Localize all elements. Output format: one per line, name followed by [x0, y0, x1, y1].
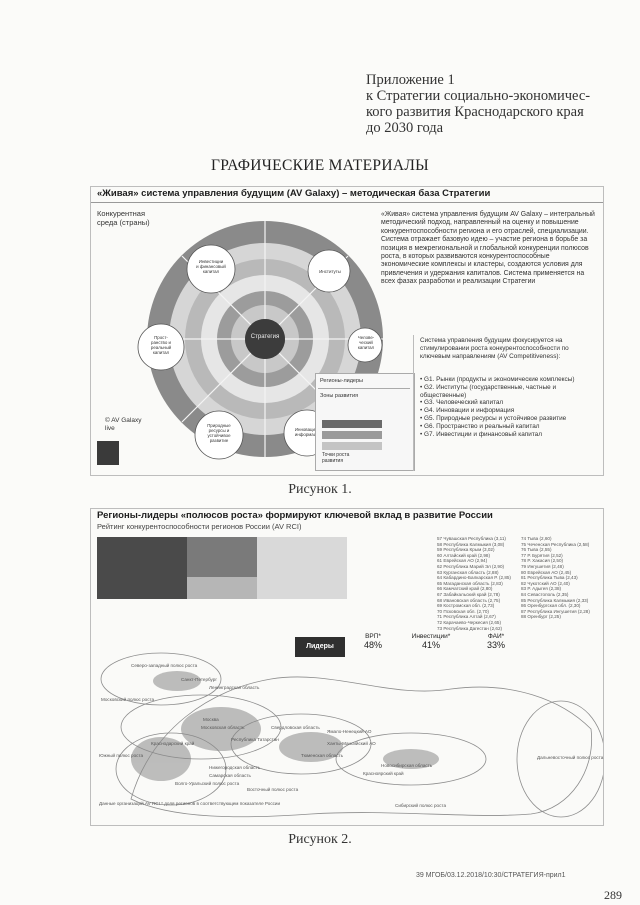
corner-graphic [97, 441, 119, 465]
figure-1-title-rule [91, 202, 603, 203]
figure-1: «Живая» система управления будущим (AV G… [90, 186, 604, 476]
figure-2-caption: Рисунок 2. [0, 832, 640, 848]
appendix-line: кого развития Краснодарского края [366, 104, 616, 120]
map-label-leningrad: Ленинградская область [209, 685, 259, 691]
focus-list: • G1. Рынки (продукты и экономические ко… [420, 376, 596, 438]
rating-second-group [187, 537, 257, 577]
map-label-moscow-region: Московская область [201, 725, 244, 731]
legend-bottom-label: Точки роста развития [322, 452, 349, 464]
focus-item: • G7. Инвестиции и финансовый капитал [420, 431, 596, 439]
map-label-spb: Санкт-Петербург [181, 677, 217, 683]
av-galaxy-copyright: © AV Galaxy live [105, 417, 141, 433]
figure-2-title: Регионы-лидеры «полюсов роста» формируют… [97, 510, 493, 521]
focus-item: • G1. Рынки (продукты и экономические ко… [420, 376, 596, 384]
focus-text: Система управления будущим фокусируется … [420, 337, 596, 360]
appendix-header: Приложение 1 к Стратегии социально-эконо… [366, 72, 616, 136]
figure-1-title: «Живая» система управления будущим (AV G… [97, 188, 490, 199]
node-spatial-label: Прост- ранство и реальный капитал [141, 335, 181, 355]
figure-1-description: «Живая» система управления будущим AV Ga… [381, 211, 597, 287]
appendix-line: Приложение 1 [366, 72, 616, 88]
map-label-tyumen: Тюменская область [301, 753, 343, 759]
focus-box: Система управления будущим фокусируется … [413, 335, 598, 471]
rating-list-col2: 74 Тыва (2,60) 75 Чеченская Республика (… [521, 536, 590, 620]
map-label-yamal: Ямало-Ненецкий АО [327, 729, 371, 735]
node-human-label: Челове- ческий капитал [351, 335, 381, 350]
legend-item-zones: Зоны развития [320, 392, 358, 400]
legend-box: Регионы-лидеры Зоны развития Точки роста… [315, 373, 415, 471]
map-label-moscow: Москва [203, 717, 219, 723]
legend-rule [318, 388, 410, 389]
legend-swatch-dark [322, 420, 382, 428]
focus-item: • G2. Институты (государственные, частны… [420, 384, 596, 400]
figure-2: Регионы-лидеры «полюсов роста» формируют… [90, 508, 604, 826]
node-natural-label: Природные ресурсы и устойчивое развитие [199, 423, 239, 443]
map-label-khmao: Ханты-Мансийский АО [327, 741, 376, 747]
map-label-samara: Самарская область [209, 773, 251, 779]
russia-growth-poles-map [91, 609, 603, 823]
focus-item: • G3. Человеческий капитал [420, 399, 596, 407]
map-label-tatarstan: Республика Татарстан [231, 737, 279, 743]
rating-fourth-group [257, 537, 347, 599]
map-label-south-pole: Южный полюс роста [99, 753, 143, 759]
map-label-krasnodar: Краснодарский край [151, 741, 194, 747]
legend-swatch-mid [322, 431, 382, 439]
rating-third-group [187, 577, 257, 599]
focus-item: • G4. Инновации и информация [420, 407, 596, 415]
map-label-moscow-pole: Московский полюс роста [101, 697, 154, 703]
map-label-siberian-pole: Сибирский полюс роста [395, 803, 446, 809]
node-institutes-label: Институты [311, 269, 349, 274]
appendix-line: до 2030 года [366, 120, 616, 136]
legend-swatch-light [322, 442, 382, 450]
focus-item: • G6. Пространство и реальный капитал [420, 423, 596, 431]
page-number: 289 [604, 888, 622, 903]
node-financial-label: Инвестиции и финансовый капитал [191, 259, 231, 274]
appendix-line: к Стратегии социально-экономичес- [366, 88, 616, 104]
focus-item: • G5. Природные ресурсы и устойчивое раз… [420, 415, 596, 423]
figure-1-caption: Рисунок 1. [0, 482, 640, 498]
galaxy-center-label: Стратегия [243, 334, 287, 340]
map-label-sverdlovsk: Свердловская область [271, 725, 320, 731]
map-label-northwest-pole: Северо-западный полюс роста [131, 663, 197, 669]
legend-item-leaders: Регионы-лидеры [320, 377, 363, 385]
rating-table-block [97, 537, 347, 599]
figure-2-subtitle: Рейтинг конкурентоспособности регионов Р… [97, 522, 301, 531]
page-heading: ГРАФИЧЕСКИЕ МАТЕРИАЛЫ [0, 157, 640, 175]
map-label-nizhny: Нижегородская область [209, 765, 260, 771]
map-label-east-pole: Восточный полюс роста [247, 787, 298, 793]
figure-2-footnote: Данные организаций AV RCI * доля регионо… [99, 801, 289, 807]
map-label-novosibirsk: Новосибирская область [381, 763, 432, 769]
map-label-fareast-pole: Дальневосточный полюс роста [537, 755, 603, 761]
footer-document-code: 39 МГОБ/03.12.2018/10:30/СТРАТЕГИЯ-прил1 [416, 872, 566, 879]
map-label-krasnoyarsk: Красноярский край [363, 771, 404, 777]
rating-top-group [97, 537, 187, 599]
map-label-volga-ural-pole: Волго-Уральский полюс роста [175, 781, 239, 787]
